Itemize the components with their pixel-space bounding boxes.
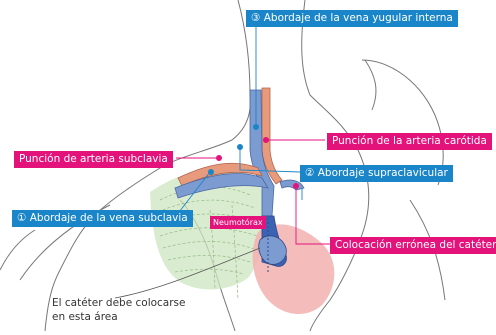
label-subclavian-artery-puncture: Punción de arteria subclavia — [14, 151, 173, 168]
note-catheter-line1: El catéter debe colocarse — [52, 297, 186, 309]
label-supraclavicular-approach: ② Abordaje supraclavicular — [300, 165, 453, 182]
label-pneumothorax: Neumotórax — [210, 216, 266, 229]
label-subclavian-vein-approach: ① Abordaje de la vena subclavia — [12, 210, 193, 227]
malposition-vessel — [258, 235, 287, 265]
label-carotid-puncture: Punción de la arteria carótida — [327, 133, 492, 150]
callout-lines — [175, 24, 330, 245]
label-catheter-malposition: Colocación errónea del catéter — [330, 237, 496, 254]
lung-area — [150, 168, 266, 301]
callout-dots — [208, 124, 299, 189]
note-pointer — [114, 247, 261, 299]
subclavian-artery — [177, 162, 263, 187]
label-internal-jugular: ③ Abordaje de la vena yugular interna — [246, 10, 458, 27]
note-catheter-line2: en esta área — [52, 311, 118, 323]
